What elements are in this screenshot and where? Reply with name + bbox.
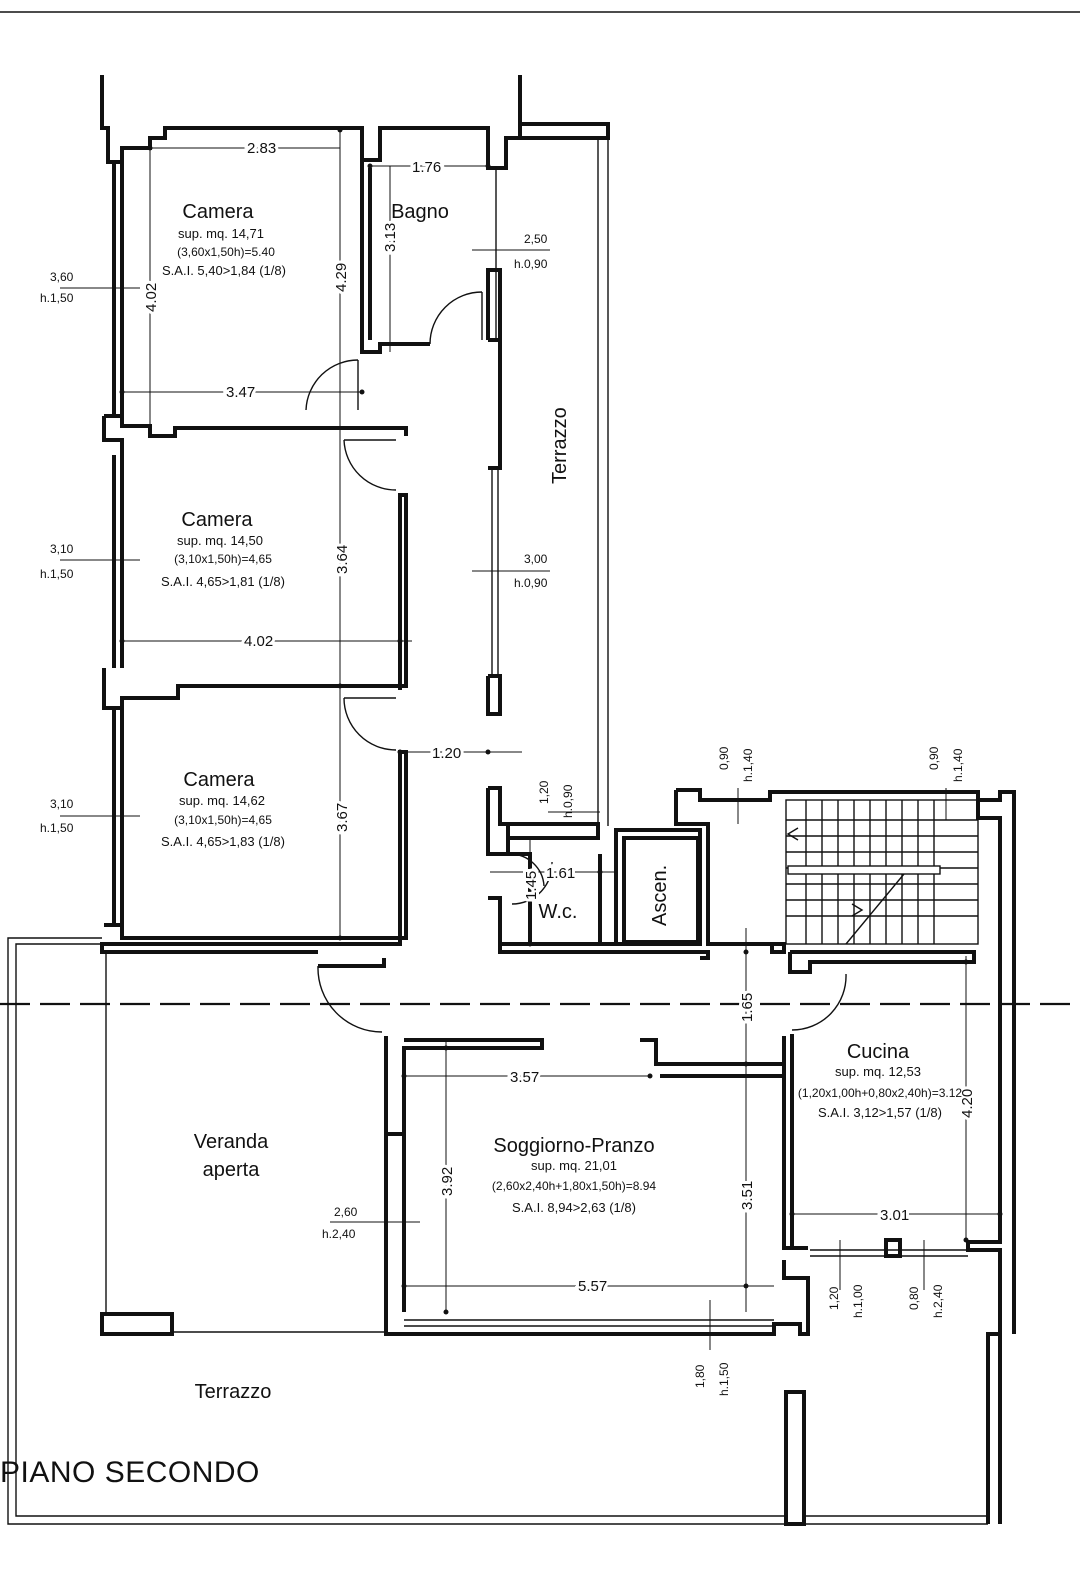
veranda-line-2: aperta [203,1159,261,1181]
dim-1-65: 1.65 [739,993,756,1022]
dim-1-76: 1.76 [412,159,441,176]
window-12-width: 1,80 [693,1364,707,1388]
window-4-width: 2,50 [524,232,548,246]
window-labels: 3,60 h.1,50 3,10 h.1,50 3,10 h.1,50 2,50… [40,232,965,1396]
camera-2-name: Camera [181,509,253,531]
dim-1-45: 1.45 [523,871,540,900]
window-1-width: 3,60 [50,270,74,284]
window-7-width: 0,90 [717,746,731,770]
window-8-width: 0,90 [927,746,941,770]
cucina-sai: S.A.I. 3,12>1,57 (1/8) [818,1105,942,1120]
dim-3-67: 3.67 [334,803,351,832]
dim-3-47: 3.47 [226,384,255,401]
dim-4-02-horizontal: 4.02 [244,633,273,650]
window-3-height: h.1,50 [40,821,74,835]
dim-3-64: 3.64 [334,545,351,574]
window-5-width: 3,00 [524,552,548,566]
soggiorno-name: Soggiorno-Pranzo [493,1135,654,1157]
window-5-height: h.0,90 [514,576,548,590]
camera-3-area: sup. mq. 14,62 [179,793,265,808]
camera-1-sai: S.A.I. 5,40>1,84 (1/8) [162,263,286,278]
ascen-name: Ascen. [649,865,671,926]
dim-3-13: 3.13 [382,223,399,252]
camera-3-name: Camera [183,769,255,791]
room-labels: Camera sup. mq. 14,71 (3,60x1,50h)=5.40 … [161,201,962,1403]
staircase [785,799,979,945]
dim-4-29: 4.29 [333,263,350,292]
window-1-height: h.1,50 [40,291,74,305]
dim-3-51: 3.51 [739,1181,756,1210]
dim-3-57: 3.57 [510,1069,539,1086]
bagno-name: Bagno [391,201,449,223]
terrazzo-bottom-name: Terrazzo [195,1381,272,1403]
window-4-height: h.0,90 [514,257,548,271]
soggiorno-sai: S.A.I. 8,94>2,63 (1/8) [512,1200,636,1215]
dim-4-20: 4.20 [959,1089,976,1118]
door-swings [305,291,847,1033]
camera-1-name: Camera [182,201,254,223]
window-2-width: 3,10 [50,542,74,556]
window-11-height: h.2,40 [931,1284,945,1318]
veranda-line-1: Veranda [194,1131,269,1153]
cucina-calc: (1,20x1,00h+0,80x2,40h)=3.12 [798,1086,962,1100]
camera-2-sai: S.A.I. 4,65>1,81 (1/8) [161,574,285,589]
cucina-area: sup. mq. 12,53 [835,1064,921,1079]
window-6-height: h.0,90 [561,784,575,818]
window-8-height: h.1,40 [951,748,965,782]
window-9-height: h.2,40 [322,1227,356,1241]
window-6-width: 1,20 [537,780,551,804]
plan-title: PIANO SECONDO [0,1456,260,1489]
cucina-name: Cucina [847,1041,910,1063]
terrazzo-side-name: Terrazzo [549,407,571,484]
camera-1-area: sup. mq. 14,71 [178,226,264,241]
dim-2-83: 2.83 [247,140,276,157]
soggiorno-area: sup. mq. 21,01 [531,1158,617,1173]
camera-3-calc: (3,10x1,50h)=4,65 [174,813,272,827]
dim-4-02-vertical: 4.02 [143,283,160,312]
dimension-labels: 2.83 1.76 3.13 4.02 4.29 3.47 3.64 4.02 … [140,137,979,1298]
dim-3-01: 3.01 [880,1207,909,1224]
camera-2-area: sup. mq. 14,50 [177,533,263,548]
window-2-height: h.1,50 [40,567,74,581]
wc-name: W.c. [539,901,578,923]
dim-1-61: 1.61 [546,865,575,882]
window-3-width: 3,10 [50,797,74,811]
dim-3-92: 3.92 [439,1167,456,1196]
dimension-lines [60,127,1003,1350]
camera-1-calc: (3,60x1,50h)=5.40 [177,245,275,259]
window-9-width: 2,60 [334,1205,358,1219]
soggiorno-calc: (2,60x2,40h+1,80x1,50h)=8.94 [492,1179,656,1193]
window-7-height: h.1,40 [741,748,755,782]
window-12-height: h.1,50 [717,1362,731,1396]
window-11-width: 0,80 [907,1286,921,1310]
window-10-width: 1,20 [827,1286,841,1310]
dim-5-57: 5.57 [578,1278,607,1295]
camera-3-sai: S.A.I. 4,65>1,83 (1/8) [161,834,285,849]
dim-1-20: 1.20 [432,745,461,762]
window-10-height: h.1,00 [851,1284,865,1318]
camera-2-calc: (3,10x1,50h)=4,65 [174,552,272,566]
